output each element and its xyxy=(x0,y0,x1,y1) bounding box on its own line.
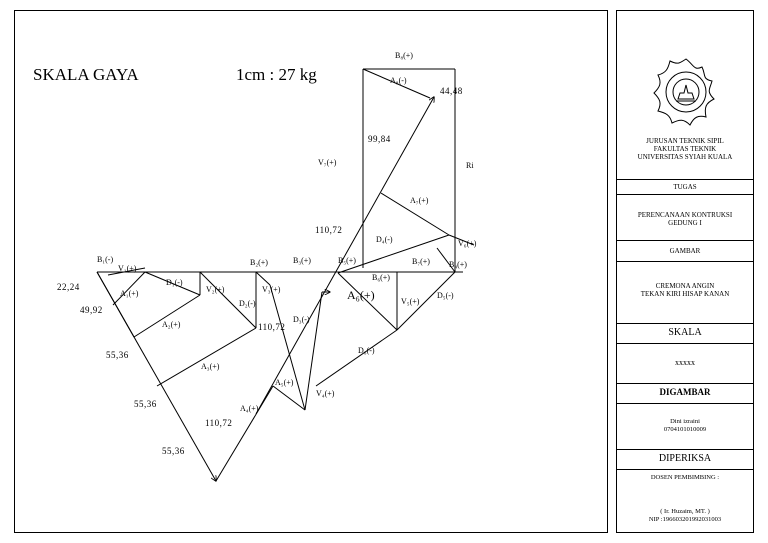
member-line xyxy=(272,385,306,411)
label-a4: A₄(+) xyxy=(240,404,259,413)
dim-110-72-a: 110,72 xyxy=(258,322,285,332)
member-line xyxy=(380,192,450,236)
member-labels: B₈(+) A₈(-) Ri V₇(+) A₇(+) D₄(-) V₆(+) B… xyxy=(97,51,477,413)
member-line xyxy=(144,271,201,296)
member-line xyxy=(133,294,201,338)
label-v2: V₂(+) xyxy=(206,285,225,294)
member-line xyxy=(436,247,456,273)
member-line xyxy=(337,234,450,274)
member-line xyxy=(199,271,257,329)
dim-99-84: 99,84 xyxy=(368,134,391,144)
drawing-frame xyxy=(14,10,608,533)
member-line xyxy=(156,327,257,387)
dosen-name: ( Ir. Huzaim, MT. ) xyxy=(660,508,710,515)
tugas-value-cell: PERENCANAAN KONTRUKSI GEDUNG I xyxy=(617,194,753,240)
dim-44-48: 44,48 xyxy=(440,86,463,96)
label-b7: B₇(+) xyxy=(412,257,430,266)
institution-block: JURUSAN TEKNIK SIPIL FAKULTAS TEKNIK UNI… xyxy=(621,137,749,161)
force-lines xyxy=(96,68,475,482)
member-line xyxy=(396,271,456,331)
label-a3: A₃(+) xyxy=(201,362,220,371)
diagram-heading: SKALA GAYA xyxy=(33,65,139,84)
university-logo-icon xyxy=(653,58,715,126)
member-line xyxy=(362,68,431,99)
member-line xyxy=(255,97,434,415)
dim-55-36-a: 55,36 xyxy=(106,350,129,360)
label-b5: B₅(+) xyxy=(338,256,356,265)
member-line xyxy=(96,271,216,481)
institution-line-2: FAKULTAS TEKNIK xyxy=(653,145,717,153)
tugas-value-line-2: GEDUNG I xyxy=(668,219,702,227)
label-v3: V₃(+) xyxy=(262,285,281,294)
dim-55-36-c: 55,36 xyxy=(162,446,185,456)
member-line xyxy=(448,234,475,246)
tugas-label: TUGAS xyxy=(617,179,753,194)
member-line xyxy=(112,271,146,306)
label-ri: Ri xyxy=(466,161,474,170)
label-v4: V₄(+) xyxy=(316,389,335,398)
member-line xyxy=(107,267,146,276)
skala-label: SKALA xyxy=(617,323,753,343)
digambar-cell: Dini izraini 0704101010009 xyxy=(617,403,753,449)
label-b1: B₁(-) xyxy=(97,255,113,264)
member-line xyxy=(304,291,323,411)
digambar-nim: 0704101010009 xyxy=(663,426,707,433)
skala-value: xxxxx xyxy=(617,343,753,383)
tugas-value-line-1: PERENCANAAN KONTRUKSI xyxy=(637,211,733,219)
label-b8: B₈(+) xyxy=(395,51,413,60)
dim-55-36-b: 55,36 xyxy=(134,399,157,409)
dimension-labels: 22,24 49,92 55,36 55,36 55,36 110,72 110… xyxy=(57,86,463,456)
member-line xyxy=(315,329,398,387)
dim-110-72-c: 110,72 xyxy=(315,225,342,235)
digambar-label: DIGAMBAR xyxy=(617,383,753,403)
label-d6b: D₆(-) xyxy=(358,346,375,355)
gambar-value-line-1: CREMONA ANGIN xyxy=(655,282,715,290)
title-block: JURUSAN TEKNIK SIPIL FAKULTAS TEKNIK UNI… xyxy=(616,10,754,533)
label-d1: D₁(-) xyxy=(166,278,183,287)
diperiksa-label: DIPERIKSA xyxy=(617,449,753,469)
label-v1: V₁(+) xyxy=(118,264,137,273)
label-b6: B₆(+) xyxy=(372,273,390,282)
label-b3: B₃(+) xyxy=(293,256,311,265)
institution-line-1: JURUSAN TEKNIK SIPIL xyxy=(646,137,724,145)
scale-ratio: 1cm : 27 kg xyxy=(236,65,317,84)
label-a7: A₇(+) xyxy=(410,196,429,205)
label-a2: A₂(+) xyxy=(162,320,181,329)
dim-110-72-b: 110,72 xyxy=(205,418,232,428)
label-b2: B₂(+) xyxy=(250,258,268,267)
gambar-value-line-2: TEKAN KIRI HISAP KANAN xyxy=(640,290,730,298)
label-d2: D₂(-) xyxy=(239,299,256,308)
member-line xyxy=(215,385,274,482)
label-a5: A₅(+) xyxy=(275,378,294,387)
label-a1: A₁(+) xyxy=(120,289,139,298)
label-b4: B₄(+) xyxy=(449,260,467,269)
digambar-name: Dini izraini xyxy=(670,418,700,425)
label-v5: V₅(+) xyxy=(401,297,420,306)
dim-22-24: 22,24 xyxy=(57,282,80,292)
member-line xyxy=(269,284,306,411)
label-d3: D₃(-) xyxy=(293,315,310,324)
member-line xyxy=(255,271,271,286)
label-v6: V₆(+) xyxy=(458,239,477,248)
member-line xyxy=(337,272,398,331)
dim-49-92: 49,92 xyxy=(80,305,103,315)
diperiksa-cell: DOSEN PEMBIMBING : ( Ir. Huzaim, MT. ) N… xyxy=(617,469,753,532)
institution-line-3: UNIVERSITAS SYIAH KUALA xyxy=(637,153,733,161)
label-v7: V₇(+) xyxy=(318,158,337,167)
gambar-label: GAMBAR xyxy=(617,240,753,261)
dosen-nip: NIP :196603201992031003 xyxy=(648,516,722,523)
label-d5: D₅(-) xyxy=(437,291,454,300)
gambar-value-cell: CREMONA ANGIN TEKAN KIRI HISAP KANAN xyxy=(617,261,753,323)
dosen-label: DOSEN PEMBIMBING : xyxy=(650,474,720,481)
label-d6: D₄(-) xyxy=(376,235,393,244)
label-a8: A₈(-) xyxy=(390,76,407,85)
label-a6: A₆(+) xyxy=(347,288,375,302)
